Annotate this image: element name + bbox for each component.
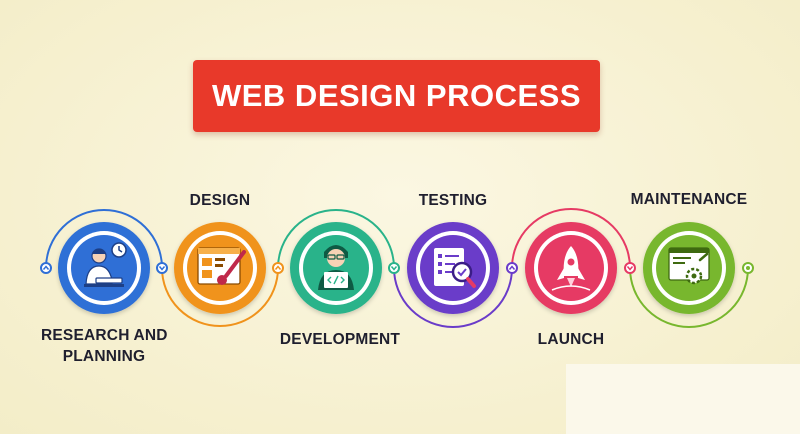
connector-dot-4 xyxy=(506,262,518,274)
label-maintenance: MAINTENANCE xyxy=(630,191,748,208)
connector-arc-6 xyxy=(629,267,749,328)
page-title: WEB DESIGN PROCESS xyxy=(212,78,581,113)
developer-code-icon xyxy=(318,245,354,290)
checklist-magnifier-icon xyxy=(434,248,476,288)
connector-dot-2 xyxy=(272,262,284,274)
connector-arc-2 xyxy=(161,267,279,327)
label-development: DEVELOPMENT xyxy=(279,331,401,348)
design-palette-brush-icon xyxy=(197,247,246,285)
label-line: RESEARCH AND xyxy=(41,327,168,344)
connector-dot-1 xyxy=(156,262,168,274)
researcher-at-desk-icon xyxy=(84,242,127,287)
label-testing: TESTING xyxy=(418,192,488,209)
rocket-icon xyxy=(551,246,591,291)
step-testing xyxy=(388,222,513,328)
connector-arc-4 xyxy=(393,267,513,328)
background-patch xyxy=(566,364,800,434)
title-banner: WEB DESIGN PROCESS xyxy=(193,60,600,132)
browser-gear-icon xyxy=(668,247,710,285)
step-development xyxy=(272,209,395,314)
connector-arc-3 xyxy=(277,209,395,269)
step-maintenance xyxy=(624,222,754,328)
connector-dot-start xyxy=(40,262,52,274)
step-research-planning xyxy=(40,209,163,314)
step-design xyxy=(156,222,279,327)
label-research-planning: RESEARCH AND PLANNING xyxy=(41,325,168,367)
connector-dot-3 xyxy=(388,262,400,274)
label-design: DESIGN xyxy=(189,192,251,209)
step-launch xyxy=(506,208,631,314)
connector-arc-1 xyxy=(45,209,163,269)
connector-dot-5 xyxy=(624,262,636,274)
label-launch: LAUNCH xyxy=(537,331,605,348)
connector-arc-5 xyxy=(511,208,631,269)
label-line: PLANNING xyxy=(62,348,146,365)
